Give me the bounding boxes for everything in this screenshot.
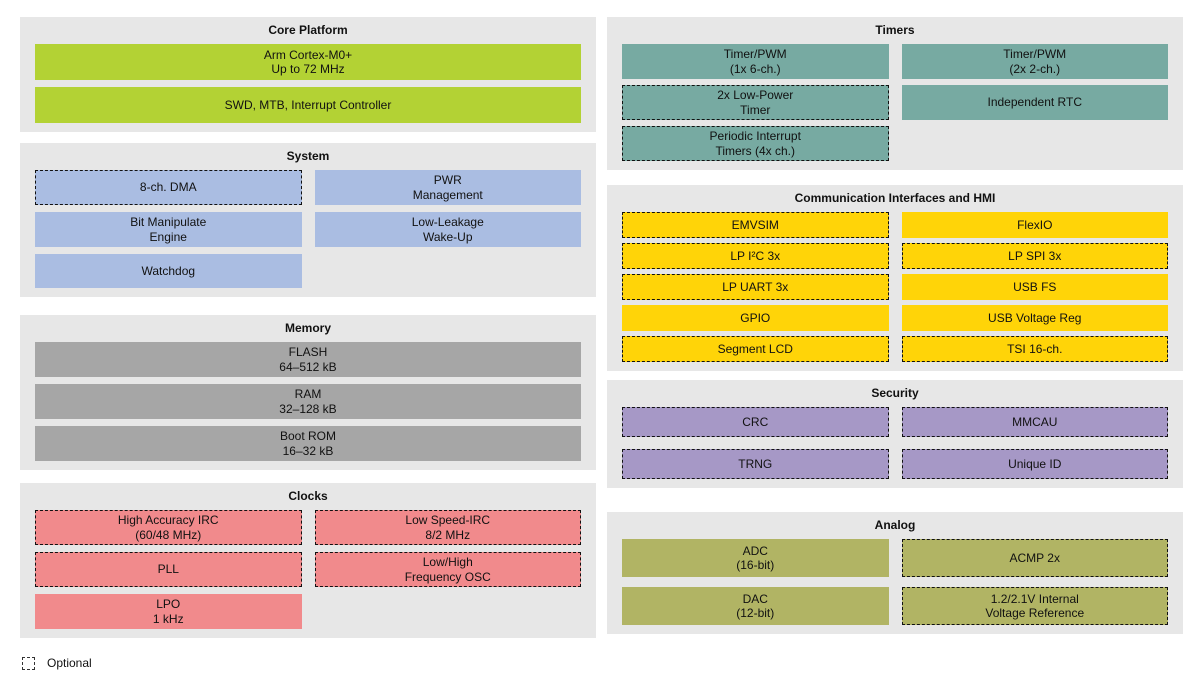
block-clocks-2: PLL: [35, 552, 302, 587]
section-grid-clocks: High Accuracy IRC (60/48 MHz) Low Speed-I…: [35, 510, 581, 629]
section-title-analog: Analog: [874, 518, 916, 532]
section-analog: Analog ADC (16-bit) ACMP 2x DAC (12-bit) 1.…: [607, 512, 1183, 634]
block-clocks-0: High Accuracy IRC (60/48 MHz): [35, 510, 302, 545]
block-comm-4: LP UART 3x: [622, 274, 889, 300]
block-system-0: 8-ch. DMA: [35, 170, 302, 205]
block-comm-9: TSI 16-ch.: [901, 336, 1168, 362]
section-title-security: Security: [871, 386, 919, 400]
section-title-core-platform: Core Platform: [268, 23, 348, 37]
section-communication-interfaces-hmi: Communication Interfaces and HMI EMVSIM F…: [607, 185, 1183, 371]
block-comm-5: USB FS: [901, 274, 1168, 300]
section-grid-security: CRC MMCAU TRNG Unique ID: [622, 407, 1168, 479]
section-security: Security CRC MMCAU TRNG Unique ID: [607, 380, 1183, 488]
block-security-0: CRC: [622, 407, 889, 437]
block-memory-0: FLASH 64–512 kB: [35, 342, 581, 377]
block-system-4: Watchdog: [35, 254, 302, 288]
block-timers-1: Timer/PWM (2x 2-ch.): [901, 44, 1168, 79]
block-memory-2: Boot ROM 16–32 kB: [35, 426, 581, 461]
block-core-0: Arm Cortex-M0+ Up to 72 MHz: [35, 44, 581, 80]
block-comm-1: FlexIO: [901, 212, 1168, 238]
block-system-3: Low-Leakage Wake-Up: [314, 212, 581, 247]
block-analog-3: 1.2/2.1V Internal Voltage Reference: [901, 587, 1168, 625]
section-title-memory: Memory: [284, 321, 331, 335]
block-core-1: SWD, MTB, Interrupt Controller: [35, 87, 581, 123]
block-comm-6: GPIO: [622, 305, 889, 331]
right-column: Timers Timer/PWM (1x 6-ch.) Timer/PWM (2x…: [607, 17, 1183, 638]
block-analog-0: ADC (16-bit): [622, 539, 889, 577]
block-comm-2: LP I²C 3x: [622, 243, 889, 269]
section-title-timers: Timers: [875, 23, 915, 37]
section-clocks: Clocks High Accuracy IRC (60/48 MHz) Low …: [20, 483, 596, 638]
section-title-clocks: Clocks: [288, 489, 328, 503]
block-comm-8: Segment LCD: [622, 336, 889, 362]
section-title-communication-interfaces-hmi: Communication Interfaces and HMI: [794, 191, 996, 205]
block-security-2: TRNG: [622, 449, 889, 479]
section-grid-communication-interfaces-hmi: EMVSIM FlexIO LP I²C 3x LP SPI 3x LP UART 3x…: [622, 212, 1168, 362]
section-memory: Memory FLASH 64–512 kB RAM 32–128 kB Boot …: [20, 315, 596, 470]
section-grid-memory: FLASH 64–512 kB RAM 32–128 kB Boot ROM 16–…: [35, 342, 581, 461]
block-security-3: Unique ID: [901, 449, 1168, 479]
diagram-columns: Core Platform Arm Cortex-M0+ Up to 72 MH…: [20, 17, 1183, 638]
block-analog-1: ACMP 2x: [901, 539, 1168, 577]
section-grid-analog: ADC (16-bit) ACMP 2x DAC (12-bit) 1.2/2.1V …: [622, 539, 1168, 625]
block-timers-3: Independent RTC: [901, 85, 1168, 120]
block-clocks-4: LPO 1 kHz: [35, 594, 302, 629]
section-timers: Timers Timer/PWM (1x 6-ch.) Timer/PWM (2x…: [607, 17, 1183, 170]
block-memory-1: RAM 32–128 kB: [35, 384, 581, 419]
block-timers-0: Timer/PWM (1x 6-ch.): [622, 44, 889, 79]
block-security-1: MMCAU: [901, 407, 1168, 437]
block-clocks-3: Low/High Frequency OSC: [314, 552, 581, 587]
section-grid-timers: Timer/PWM (1x 6-ch.) Timer/PWM (2x 2-ch.)…: [622, 44, 1168, 161]
optional-dashed-swatch-icon: [22, 656, 35, 670]
block-system-1: PWR Management: [314, 170, 581, 205]
block-comm-0: EMVSIM: [622, 212, 889, 238]
block-timers-2: 2x Low-Power Timer: [622, 85, 889, 120]
block-timers-4: Periodic Interrupt Timers (4x ch.): [622, 126, 889, 161]
block-comm-3: LP SPI 3x: [901, 243, 1168, 269]
block-system-2: Bit Manipulate Engine: [35, 212, 302, 247]
section-title-system: System: [286, 149, 330, 163]
block-clocks-1: Low Speed-IRC 8/2 MHz: [314, 510, 581, 545]
section-core-platform: Core Platform Arm Cortex-M0+ Up to 72 MH…: [20, 17, 596, 132]
legend: Optional: [22, 656, 1183, 670]
legend-label: Optional: [47, 656, 92, 670]
left-column: Core Platform Arm Cortex-M0+ Up to 72 MH…: [20, 17, 596, 638]
block-comm-7: USB Voltage Reg: [901, 305, 1168, 331]
block-analog-2: DAC (12-bit): [622, 587, 889, 625]
